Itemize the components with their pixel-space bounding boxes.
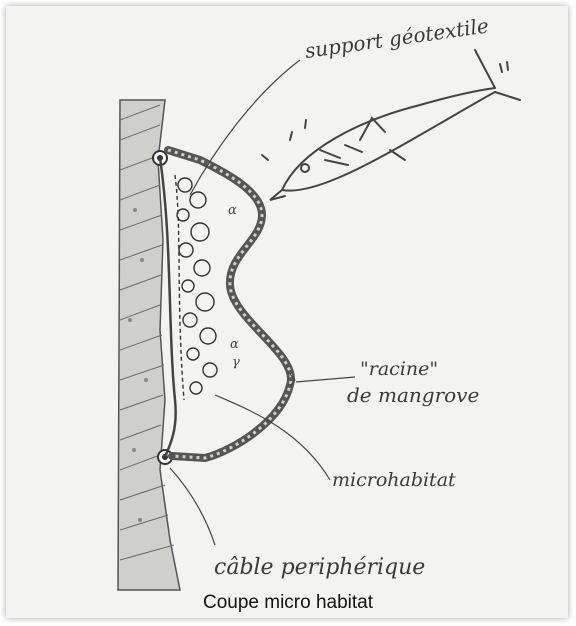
svg-text:α: α [228, 203, 237, 218]
svg-text:γ: γ [232, 355, 240, 370]
label-microhabitat: microhabitat [332, 469, 456, 491]
fish-icon [262, 50, 520, 200]
mangrove-root [168, 150, 291, 458]
label-cable: câble periphérique [214, 555, 425, 580]
svg-text:α: α [230, 337, 239, 352]
leader-lines [170, 60, 355, 545]
geotextile-support [175, 175, 217, 400]
diagram-caption: Coupe micro habitat [0, 592, 576, 614]
label-racine: "racine" [360, 358, 438, 380]
label-support: support géotextile [303, 13, 490, 63]
label-mangrove: de mangrove [347, 383, 479, 407]
